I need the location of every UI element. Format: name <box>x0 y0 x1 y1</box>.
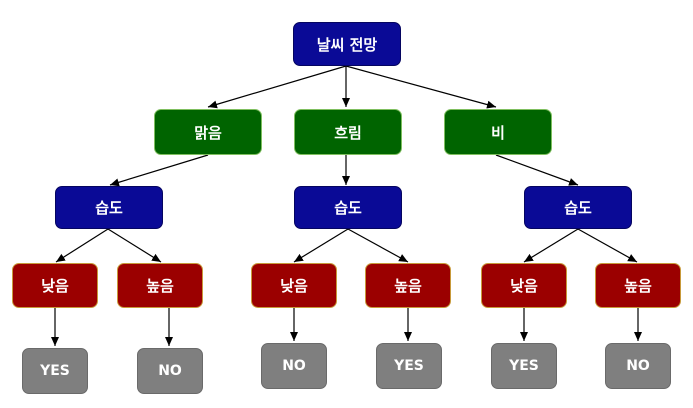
level-node-low: 낮음 <box>481 263 567 308</box>
level-node-high: 높음 <box>117 263 203 308</box>
level-node-high: 높음 <box>365 263 451 308</box>
result-node-yes: YES <box>491 343 557 389</box>
level-node-label: 낮음 <box>41 277 69 295</box>
result-node-no: NO <box>137 348 203 394</box>
result-node-label: YES <box>509 358 539 374</box>
edge-clear-humidity <box>109 154 209 187</box>
level-node-label: 높음 <box>394 277 422 295</box>
result-node-no: NO <box>605 343 671 389</box>
humidity-node-cloudy: 습도 <box>294 186 402 229</box>
result-node-yes: YES <box>22 348 88 394</box>
level-node-low: 낮음 <box>251 263 337 308</box>
edge-rain-humidity <box>495 154 579 186</box>
weather-node-rain: 비 <box>444 109 552 155</box>
level-node-label: 높음 <box>624 277 652 295</box>
edge-h1-low <box>55 228 109 263</box>
weather-node-clear: 맑음 <box>154 109 262 155</box>
result-node-label: NO <box>626 358 650 374</box>
weather-node-cloudy: 흐림 <box>294 109 402 155</box>
weather-node-label: 비 <box>491 123 505 142</box>
edge-h3-high <box>577 228 638 263</box>
level-node-label: 낮음 <box>510 277 538 295</box>
result-node-yes: YES <box>376 343 442 389</box>
level-node-label: 낮음 <box>280 277 308 295</box>
edge-root-rain <box>345 65 497 109</box>
edge-h3-low <box>523 228 579 263</box>
result-node-label: YES <box>40 363 70 379</box>
root-node-label: 날씨 전망 <box>316 35 378 54</box>
root-node-weather-outlook: 날씨 전망 <box>293 22 401 66</box>
result-node-no: NO <box>261 343 327 389</box>
humidity-node-label: 습도 <box>95 199 123 217</box>
weather-node-label: 흐림 <box>334 123 362 142</box>
weather-node-label: 맑음 <box>194 123 222 142</box>
humidity-node-label: 습도 <box>564 199 592 217</box>
level-node-high: 높음 <box>595 263 681 308</box>
humidity-node-rain: 습도 <box>524 186 632 229</box>
edge-h2-low <box>293 228 349 263</box>
humidity-node-clear: 습도 <box>55 186 163 229</box>
humidity-node-label: 습도 <box>334 199 362 217</box>
level-node-low: 낮음 <box>12 263 98 308</box>
edge-h1-high <box>107 228 162 263</box>
result-node-label: YES <box>394 358 424 374</box>
edge-root-clear <box>207 65 347 109</box>
result-node-label: NO <box>158 363 182 379</box>
level-node-label: 높음 <box>146 277 174 295</box>
result-node-label: NO <box>282 358 306 374</box>
edge-h2-high <box>347 228 409 263</box>
